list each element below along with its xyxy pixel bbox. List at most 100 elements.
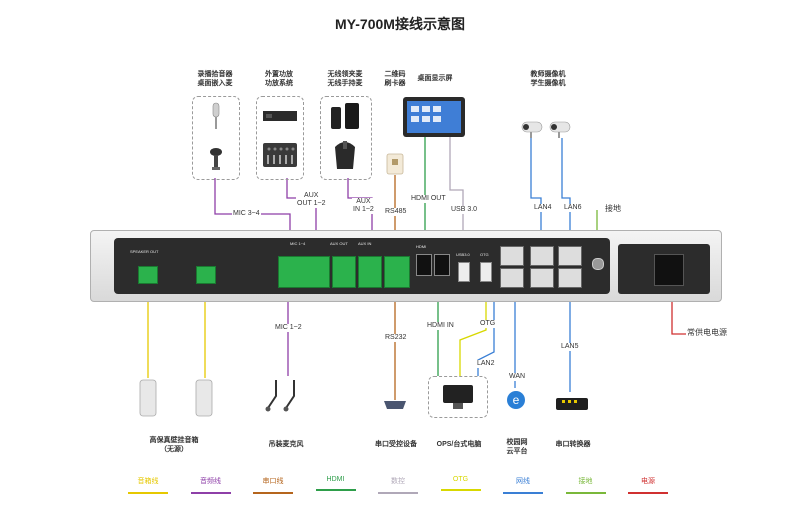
amp-group-label: 外置功放 功放系统: [265, 71, 293, 87]
hanging-mic-icon: [265, 380, 295, 412]
otg-port-label: OTG: [480, 252, 489, 257]
speaker-terminal-1: [138, 266, 158, 284]
lan-port-2: [500, 268, 524, 288]
qr-reader-icon: [386, 153, 404, 175]
cameras-label: 教师摄像机 学生摄像机: [530, 71, 566, 87]
hdmi-out-port: [416, 254, 432, 276]
device-front-panel: SPEAKER OUT MIC 1~4 AUX OUT AUX IN HDMI …: [114, 238, 610, 294]
label-lan5: LAN5: [560, 343, 580, 351]
legend-swatch: [128, 492, 168, 494]
aux-out-terminal: [332, 256, 356, 288]
diagram-title: MY-700M接线示意图: [335, 16, 465, 32]
serial-converter-icon: [556, 398, 588, 410]
aux-in-port-label: AUX IN: [358, 241, 372, 246]
ground-screw-icon: [592, 258, 604, 270]
legend-item: 音箱线: [118, 476, 178, 494]
mic-icon: [210, 102, 222, 170]
label-usb3: USB 3.0: [450, 206, 479, 214]
usb-port: [458, 262, 470, 282]
label-rs232: RS232: [384, 334, 408, 342]
legend-swatch: [253, 492, 293, 494]
amp-group-box: [256, 96, 304, 180]
legend-item: 电源: [618, 476, 678, 494]
legend-item: 串口线: [243, 476, 303, 494]
legend-item: 网线: [493, 476, 553, 494]
legend-label: 网线: [516, 478, 530, 485]
mic-group-box: [192, 96, 240, 180]
lan-port-4: [530, 268, 554, 288]
legend-item: 音频线: [181, 476, 241, 494]
wire-usb: [449, 137, 464, 242]
aux-out-port-label: AUX OUT: [330, 241, 348, 246]
serial-converter-label: 串口转换器: [555, 441, 591, 448]
legend-swatch: [503, 492, 543, 494]
mic-group-label: 录播拾音器 桌面嵌入麦: [197, 71, 233, 87]
serial-terminal: [384, 256, 410, 288]
legend-label: 音频线: [200, 478, 221, 485]
mic-terminal-block: [278, 256, 330, 288]
legend-swatch: [565, 492, 606, 494]
serial-device-label: 串口受控设备: [375, 441, 417, 448]
otg-port: [480, 262, 492, 282]
legend-label: 电源: [641, 478, 655, 485]
wire-lan6: [561, 138, 571, 242]
label-aux-out: AUX OUT 1~2: [296, 192, 327, 208]
label-otg: OTG: [479, 320, 497, 328]
power-socket: [654, 254, 684, 286]
label-mic12: MIC 1~2: [274, 324, 303, 332]
label-lan4: LAN4: [533, 204, 553, 212]
hanging-mic-label: 吊装麦克风: [268, 441, 304, 448]
pc-icon: [443, 385, 473, 409]
hdmi-in-port: [434, 254, 450, 276]
ops-box: [428, 376, 488, 418]
legend-item: 接地: [556, 476, 616, 494]
legend-label: 串口线: [262, 478, 284, 485]
legend-label: 接地: [578, 478, 593, 485]
label-ground: 接地: [604, 204, 622, 213]
label-rs485: RS485: [384, 208, 408, 216]
wireless-mic-icon: [331, 103, 359, 169]
wire-lan4: [530, 138, 542, 242]
cloud-label: 校园网 云平台: [506, 439, 528, 455]
wireless-group-box: [320, 96, 372, 180]
legend-item: HDMI: [306, 476, 366, 494]
legend-label: 音箱线: [137, 478, 159, 485]
speaker-icon: [139, 379, 213, 417]
speaker-out-label: SPEAKER OUT: [130, 249, 159, 254]
legend-item: 数控: [368, 476, 428, 494]
legend-swatch: [440, 489, 481, 491]
legend-swatch: [628, 492, 668, 494]
label-lan6: LAN6: [563, 204, 583, 212]
legend-swatch: [190, 492, 231, 494]
aux-in-terminal: [358, 256, 382, 288]
label-power: 常供电电源: [686, 328, 728, 337]
speakers-label: 高保真壁挂音箱 （无源）: [149, 437, 199, 453]
label-aux-in: AUX IN 1~2: [352, 198, 375, 214]
camera-icon: [521, 121, 571, 138]
wire-otg: [459, 296, 487, 376]
legend-swatch: [378, 492, 418, 494]
lan-port-1: [500, 246, 524, 266]
wireless-group-label: 无线领夹麦 无线手持麦: [327, 71, 363, 87]
legend-item: OTG: [431, 476, 491, 494]
qr-reader-label: 二维码 刷卡器: [384, 71, 406, 87]
legend-label: OTG: [452, 476, 469, 483]
browser-icon: e: [507, 391, 525, 409]
label-hdmi-out: HDMI OUT: [410, 195, 447, 203]
desktop-screen-label: 桌面显示屏: [417, 75, 453, 82]
lan-port-6: [558, 268, 582, 288]
desktop-screen-icon: [403, 97, 465, 137]
usb-port-label: USB3.0: [456, 252, 470, 257]
hdmi-port-label: HDMI: [416, 244, 427, 249]
label-mic34: MIC 3~4: [232, 210, 261, 218]
svg-text:e: e: [513, 393, 520, 407]
label-lan2: LAN2: [476, 360, 496, 368]
legend-swatch: [315, 489, 356, 491]
label-wan: WAN: [508, 373, 527, 381]
ops-pc-label: OPS/台式电脑: [436, 441, 482, 448]
amplifier-icon: [263, 111, 297, 167]
lan-port-3: [530, 246, 554, 266]
serial-connector-icon: [384, 401, 406, 409]
